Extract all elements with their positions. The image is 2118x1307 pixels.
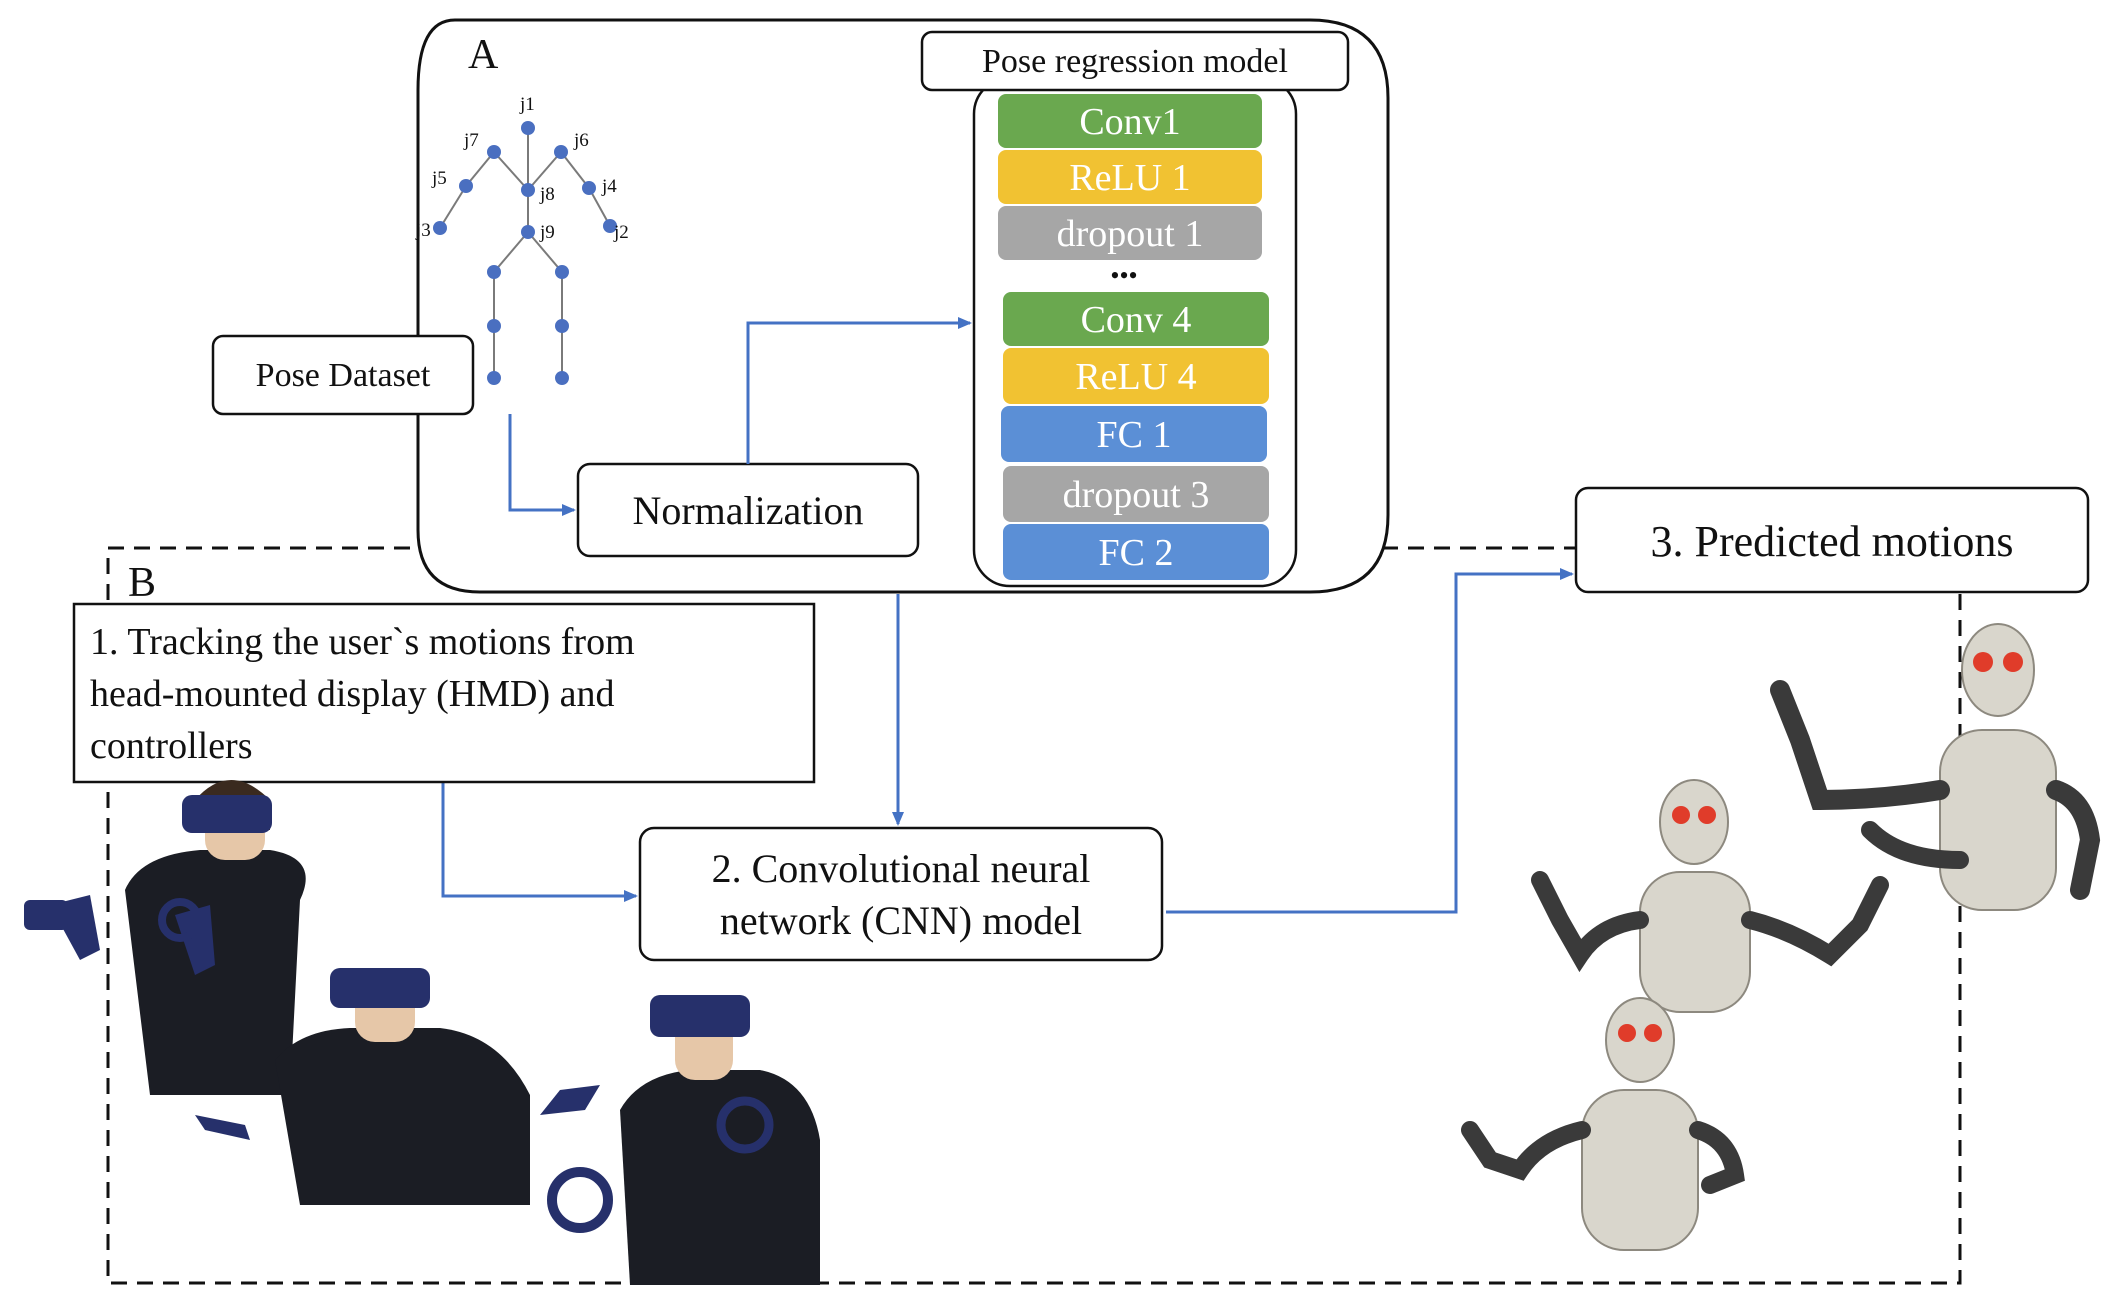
cnn-step-line-2: network (CNN) model: [720, 898, 1082, 943]
joint-label-j2: j2: [613, 222, 629, 243]
layer-relu4-label: ReLU 4: [1075, 356, 1196, 398]
cnn-step-line-1: 2. Convolutional neural: [712, 846, 1091, 891]
predicted-step-box: [1574, 486, 2090, 594]
section-a-label: A: [468, 32, 499, 78]
vr-user-1: [24, 780, 306, 1095]
skeleton-diagram: [439, 128, 611, 378]
model-title-box: [920, 30, 1350, 92]
layer-dropout3-label: dropout 3: [1063, 474, 1210, 516]
arrow-normalization-to-model: [746, 317, 972, 464]
predicted-step-label: 3. Predicted motions: [1651, 517, 2014, 566]
joint-label-j6: j6: [573, 130, 589, 151]
layer-ellipsis: •••: [1110, 261, 1137, 290]
normalization-label: Normalization: [632, 488, 863, 533]
joint-label-j9: j9: [539, 222, 555, 243]
layer-conv4: Conv 4: [1003, 292, 1269, 346]
layer-conv1-label: Conv1: [1079, 101, 1180, 143]
skeleton-joints: [433, 121, 617, 385]
layer-relu1: ReLU 1: [998, 150, 1262, 204]
layer-conv4-label: Conv 4: [1081, 299, 1192, 341]
joint-label-j7: j7: [463, 130, 479, 151]
layer-fc2-label: FC 2: [1099, 532, 1174, 574]
robot-1: [1770, 623, 2101, 911]
tracking-step-line-1: 1. Tracking the user`s motions from: [90, 621, 635, 663]
joint-label-j5: j5: [431, 168, 447, 189]
pose-dataset-box: [211, 334, 475, 416]
layer-relu1-label: ReLU 1: [1069, 157, 1190, 199]
layer-dropout3: dropout 3: [1003, 466, 1269, 522]
vr-user-2: [195, 968, 600, 1205]
vr-user-3: [547, 995, 820, 1285]
robot-2: [1531, 779, 1889, 1013]
layer-conv1: Conv1: [998, 94, 1262, 148]
tracking-step-line-3: controllers: [90, 725, 253, 767]
skeleton-joint-labels: j1 j7 j6 j5 j8 j4 j3 j9 j2: [415, 94, 629, 243]
layer-fc1-label: FC 1: [1097, 414, 1172, 456]
arrow-tracking-to-cnn: [441, 782, 638, 902]
cnn-step-box: [638, 826, 1164, 962]
tracking-step-line-2: head-mounted display (HMD) and: [90, 673, 615, 715]
joint-label-j4: j4: [601, 176, 617, 197]
model-title: Pose regression model: [982, 43, 1288, 80]
tracking-step-box: [72, 602, 816, 784]
flow-arrows: [441, 317, 1574, 914]
layer-fc1: FC 1: [1001, 406, 1267, 462]
joint-label-j8: j8: [539, 184, 555, 205]
robot-3: [1461, 997, 1745, 1251]
layer-dropout1-label: dropout 1: [1057, 213, 1204, 255]
section-b-label: B: [128, 560, 156, 606]
arrow-skeleton-to-normalization: [508, 414, 576, 516]
layer-fc2: FC 2: [1003, 524, 1269, 580]
pose-dataset-label: Pose Dataset: [256, 357, 431, 394]
layer-dropout1: dropout 1: [998, 206, 1262, 260]
arrow-cnn-to-predicted: [1166, 568, 1574, 914]
layer-relu4: ReLU 4: [1003, 348, 1269, 404]
joint-label-j3: j3: [415, 220, 431, 241]
joint-label-j1: j1: [519, 94, 535, 115]
